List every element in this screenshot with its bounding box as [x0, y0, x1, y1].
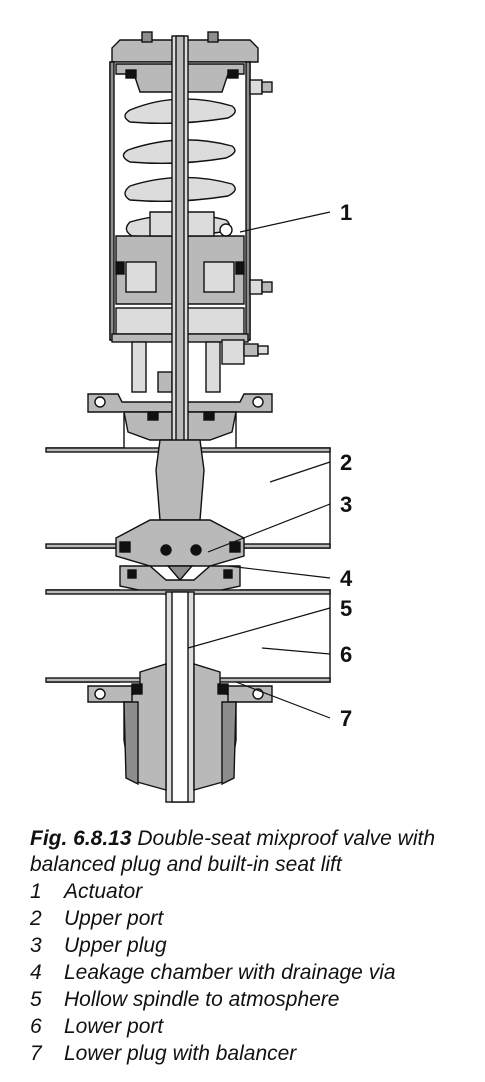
leader-1 [239, 211, 331, 233]
leader-3 [207, 503, 331, 553]
actuator [109, 31, 273, 365]
callout-number-5: 5 [340, 596, 352, 621]
leader-7 [235, 681, 331, 719]
lower-plug-balancer [87, 663, 273, 791]
valve-cross-section-diagram: 1 2 3 4 5 6 7 [45, 31, 353, 803]
callout-number-3: 3 [340, 492, 352, 517]
callout-number-1: 1 [340, 200, 352, 225]
figure-caption: Fig. 6.8.13 Double-seat mixproof valve w… [30, 826, 470, 1067]
callout-number-2: 2 [340, 450, 352, 475]
callout-numbers: 1 2 3 4 5 6 7 [340, 200, 353, 731]
figure-number: Fig. 6.8.13 [30, 827, 132, 850]
upper-plug [115, 519, 245, 582]
callout-number-6: 6 [340, 642, 352, 667]
figure-title: Double-seat mixproof valve with balanced… [30, 827, 436, 876]
callout-number-4: 4 [340, 566, 353, 591]
hollow-spindle [165, 591, 195, 803]
leader-4 [227, 565, 331, 579]
callout-number-7: 7 [340, 706, 352, 731]
lantern-yoke [87, 341, 273, 441]
callout-leaders [187, 211, 331, 719]
leader-5 [187, 607, 331, 649]
caption-title: Fig. 6.8.13 Double-seat mixproof valve w… [30, 826, 470, 878]
leader-6 [261, 647, 331, 655]
leader-2 [269, 461, 331, 483]
